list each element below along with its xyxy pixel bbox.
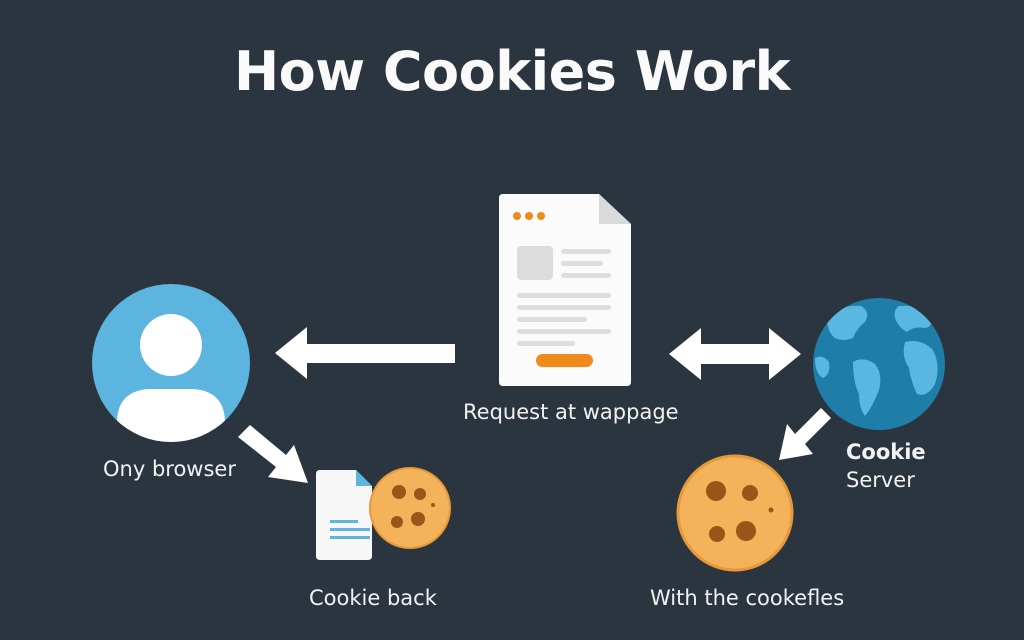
document-webpage-icon	[499, 194, 631, 386]
cookie-files-label: With the cookefles	[650, 586, 845, 610]
arrow-left-icon	[275, 327, 455, 379]
server-label-line1: Cookie	[846, 440, 926, 464]
browser-label: Ony browser	[103, 457, 236, 481]
webpage-label: Request at wappage	[463, 400, 679, 424]
globe-icon	[813, 298, 945, 430]
cookie-back-label: Cookie back	[309, 586, 437, 610]
diagram-title: How Cookies Work	[233, 40, 791, 103]
server-label-line2: Server	[846, 468, 915, 492]
arrow-down-left-icon	[779, 408, 831, 460]
user-avatar-icon	[92, 284, 250, 442]
cookie-file-icon	[316, 467, 451, 560]
arrow-down-right-icon	[238, 425, 308, 483]
arrow-bidirectional-icon	[669, 328, 801, 380]
cookie-icon	[676, 454, 794, 572]
